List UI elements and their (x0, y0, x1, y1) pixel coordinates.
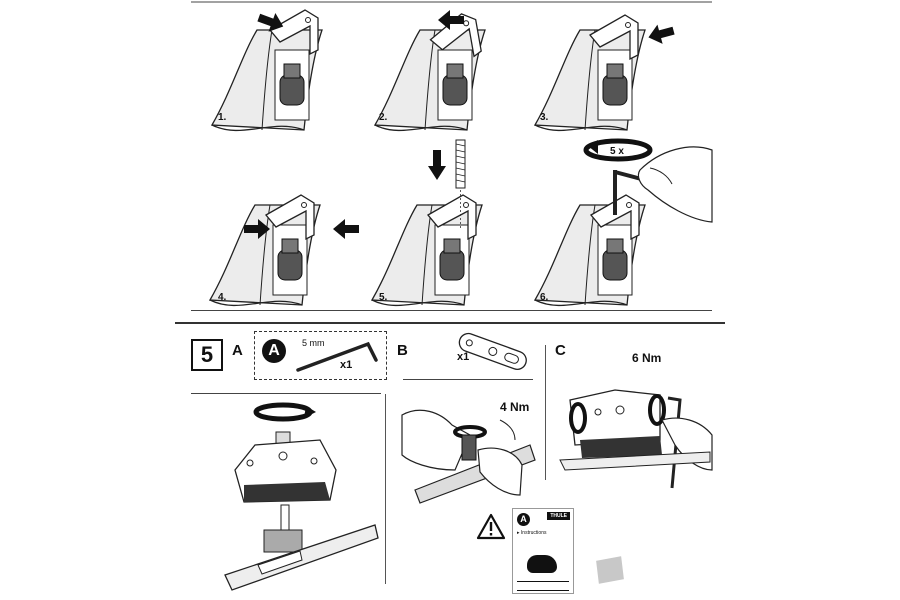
reader-figure-icon (593, 516, 650, 597)
torque-wrench-hands-drawing (401, 409, 536, 504)
final-torque-drawing (559, 389, 713, 489)
column-divider-1 (385, 394, 386, 584)
next-arrow-icon (664, 534, 708, 582)
step-label-4: 4. (218, 292, 227, 303)
threaded-rod (455, 139, 466, 230)
torque-c-label: 6 Nm (632, 351, 662, 365)
manual-car-icon (527, 555, 557, 573)
hex-key-drawing (296, 341, 378, 372)
plate-qty-label: x1 (457, 351, 470, 363)
part-b-letter: B (397, 342, 408, 359)
step-label-5: 5. (379, 292, 388, 303)
step-1-drawing (211, 9, 323, 132)
torque-b-label: 4 Nm (500, 400, 530, 414)
warning-triangle-icon (476, 513, 506, 540)
part-a-letter: A (232, 342, 243, 359)
step-6-drawing (534, 194, 646, 307)
section-number-box: 5 (191, 339, 223, 371)
manual-brand: THULE (547, 512, 570, 520)
column-a-rule (191, 393, 381, 394)
column-b-rule (403, 379, 533, 380)
step-3-drawing (534, 14, 646, 132)
step-1-arrow (257, 12, 284, 32)
instruction-manual-thumbnail: A THULE ▸ Instructions (512, 508, 574, 594)
step-4-arrow-right (333, 219, 359, 239)
tool-badge-icon: A (262, 339, 286, 363)
step-5-drawing (371, 194, 483, 307)
foot-assembly-drawing (224, 402, 379, 591)
step-label-3: 3. (540, 112, 549, 123)
step-3-arrow (648, 24, 675, 44)
manual-barcode (517, 581, 569, 591)
tool-size-label: 5 mm (302, 338, 325, 348)
section-divider (191, 310, 712, 311)
step-label-2: 2. (379, 112, 388, 123)
step-label-6: 6. (540, 292, 549, 303)
tool-callout-box (254, 331, 387, 380)
adapter-plate-drawing (458, 332, 527, 370)
part-c-letter: C (555, 342, 566, 359)
turn-count-label: 5 x (610, 146, 624, 157)
step-2-arrow (438, 10, 464, 30)
step-2-drawing (374, 11, 486, 132)
step-label-1: 1. (218, 112, 227, 123)
manual-badge-icon: A (517, 513, 530, 526)
step-6-hex-key-hand (613, 146, 713, 223)
step-4-arrow-left (244, 219, 270, 239)
section-5-top-rule (175, 322, 725, 324)
step-4-drawing (209, 194, 321, 307)
step-6-rotation-arrow (583, 138, 653, 162)
manual-title: ▸ Instructions (517, 530, 547, 536)
step-5-down-arrow (428, 150, 446, 180)
column-divider-2 (545, 345, 546, 480)
tool-qty-label: x1 (340, 359, 353, 371)
